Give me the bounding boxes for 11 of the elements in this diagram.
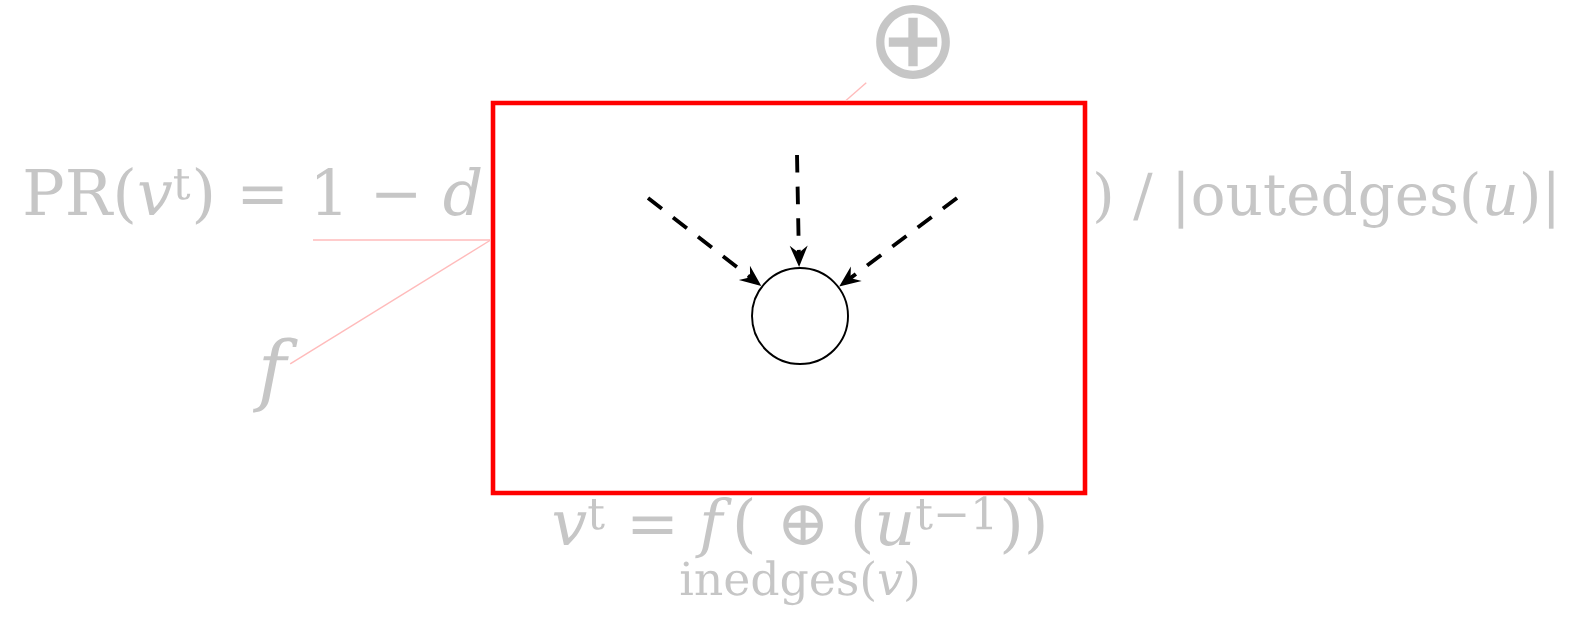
variable-text: f [252, 337, 298, 413]
plus-circle-symbol: ⊕ [876, 5, 950, 79]
formula-text: v$^{t}$ = f( ⊕ (u$^{t−1}$)) [553, 496, 1044, 559]
leader-line [845, 82, 867, 102]
formula-text: inedges(v) [680, 560, 918, 606]
leader-line [289, 239, 492, 365]
frame-box [490, 100, 1088, 496]
formula-text: ) / |outedges(u)| [1096, 170, 1554, 229]
node-circle [751, 267, 849, 365]
leader-line [312, 239, 492, 241]
formula-text: PR(v$^{t}$) = 1 − d [25, 166, 481, 225]
